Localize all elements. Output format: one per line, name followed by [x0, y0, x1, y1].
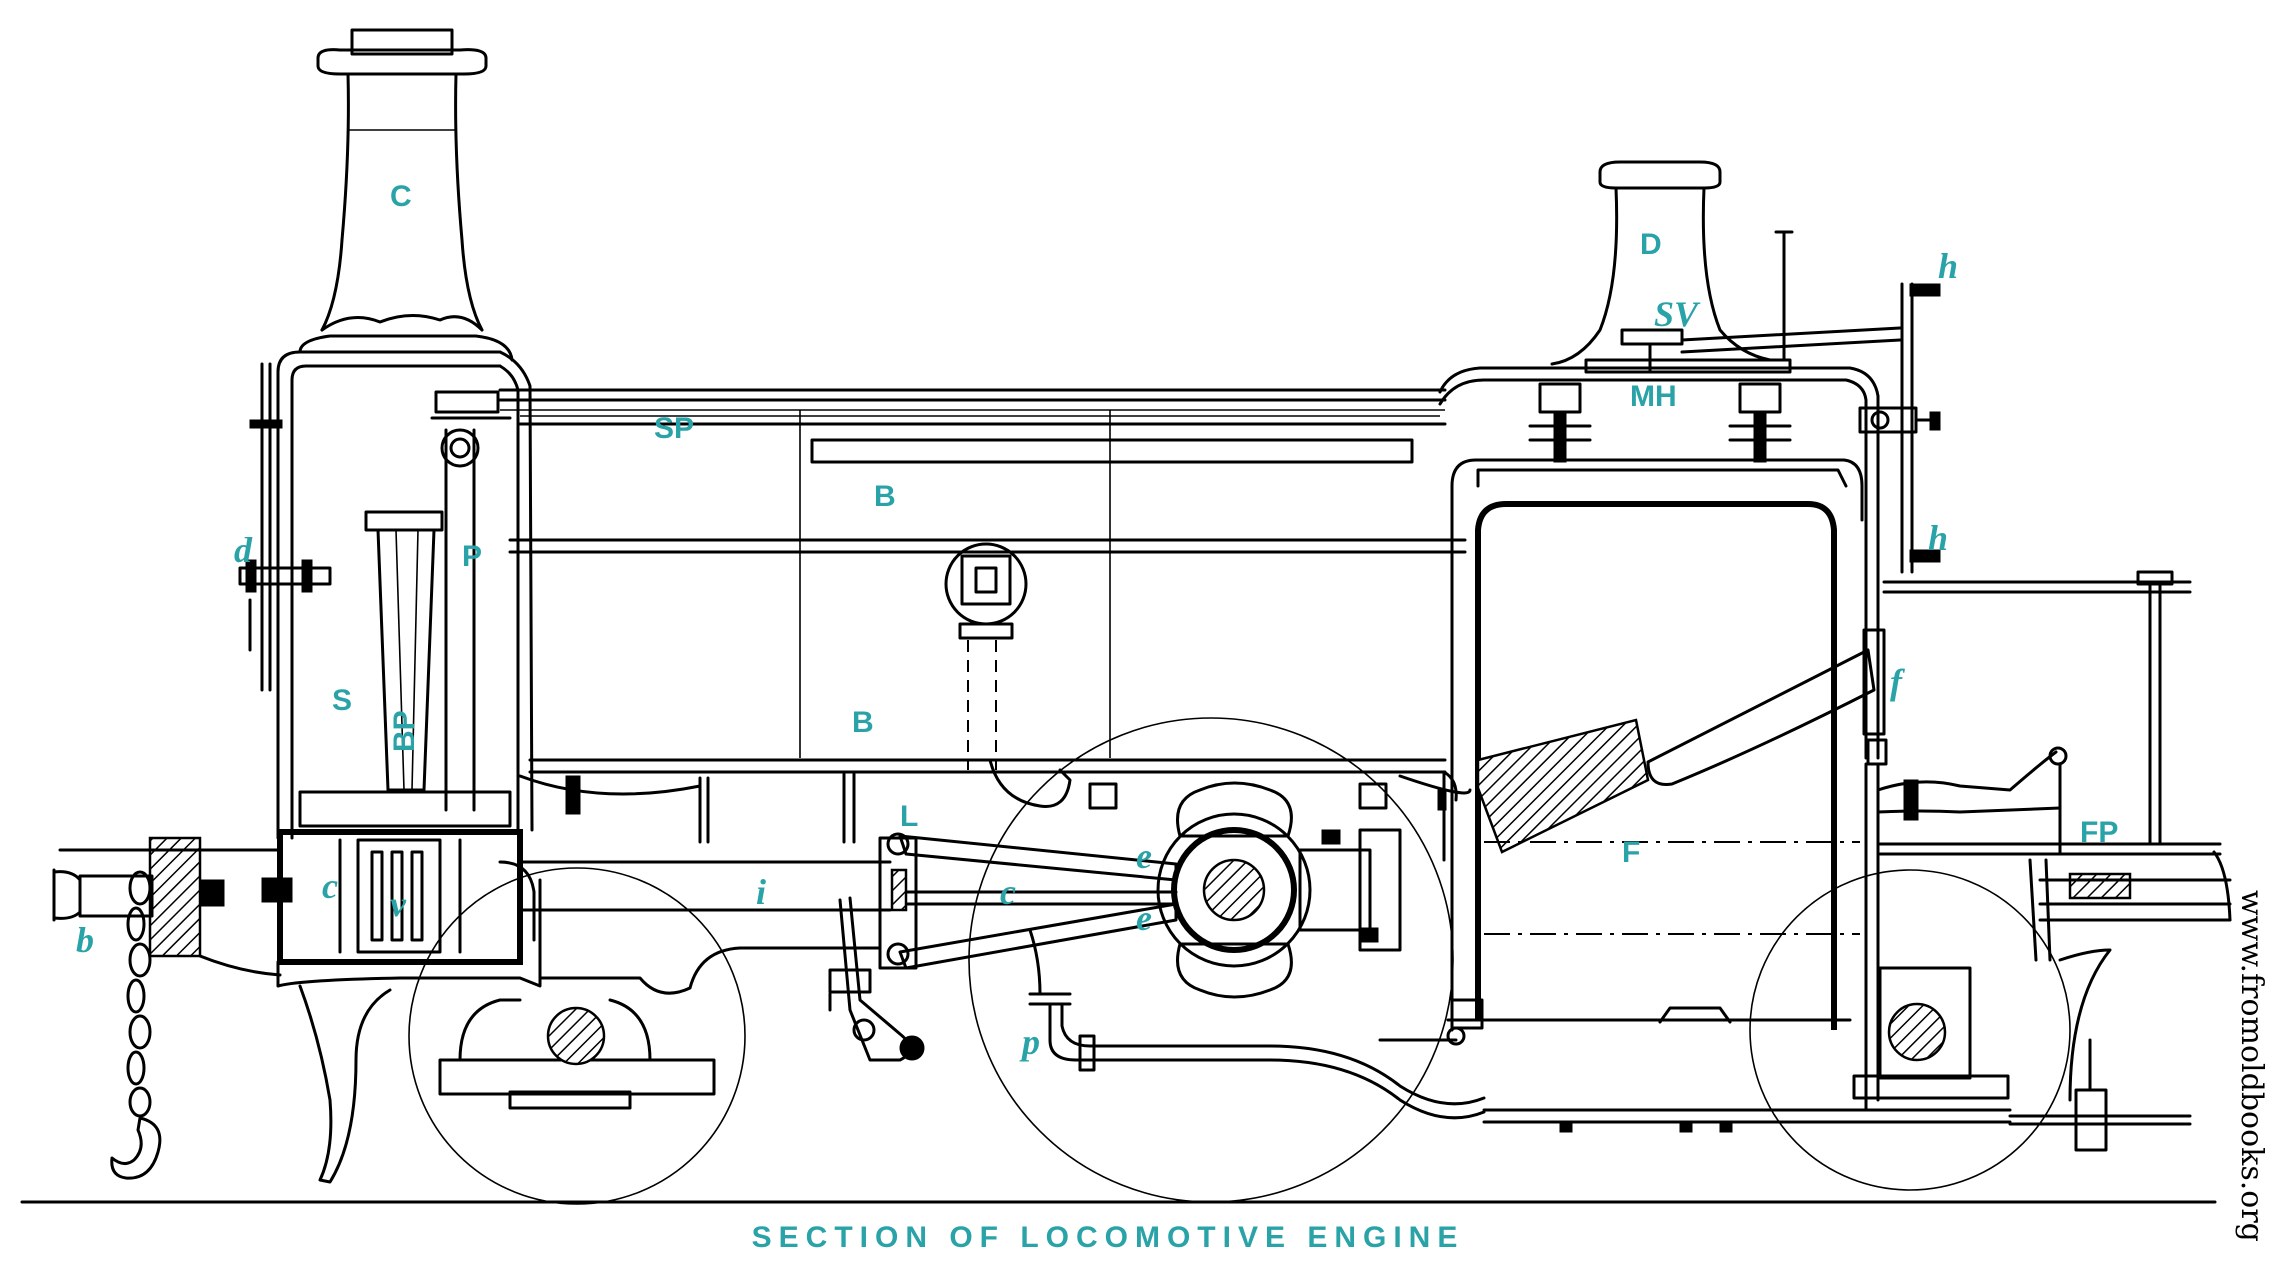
- bottom-frame: [1482, 1038, 2192, 1152]
- label-B-upper: B: [874, 480, 896, 513]
- blast-pipe: [364, 510, 444, 792]
- regulator-handle: [1858, 282, 1941, 574]
- smokebox: [276, 350, 534, 840]
- check-valve: [944, 542, 1072, 808]
- label-h-lower: h: [1928, 518, 1948, 558]
- manhole: [1528, 382, 1792, 463]
- buffer-beam: [52, 836, 282, 977]
- label-h-top: h: [1938, 246, 1958, 286]
- label-c-small: c: [322, 866, 338, 906]
- coupling-chain: [110, 870, 162, 1180]
- steam-pipe: [430, 416, 512, 812]
- label-p: p: [1019, 1022, 1040, 1062]
- fire-door: [1862, 580, 2192, 1112]
- springs: [518, 770, 1472, 862]
- label-P: P: [462, 540, 482, 573]
- footplate: [1876, 570, 2232, 1102]
- valve-gear-link: [828, 772, 925, 1062]
- label-C: C: [390, 180, 412, 213]
- brick-arch: [1476, 648, 1876, 854]
- crank-axle: [1088, 781, 1402, 999]
- label-i: i: [756, 872, 766, 912]
- label-f: f: [1890, 662, 1905, 702]
- boiler: [498, 366, 1880, 760]
- label-BP: BP: [388, 710, 421, 752]
- label-c-rod: c: [1000, 872, 1016, 912]
- frame: [276, 758, 1447, 1184]
- leading-wheel: [408, 867, 746, 1205]
- label-S: S: [332, 684, 352, 717]
- label-b: b: [76, 920, 94, 960]
- label-L: L: [900, 800, 918, 833]
- label-d: d: [234, 530, 253, 570]
- diagram-title: SECTION OF LOCOMOTIVE ENGINE: [752, 1221, 1465, 1254]
- label-D: D: [1640, 228, 1662, 261]
- watermark: www.fromoldbooks.org: [2234, 890, 2269, 1242]
- chimney: [298, 28, 514, 362]
- smokebox-door-handle: [238, 362, 332, 692]
- label-e-lower: e: [1136, 898, 1152, 938]
- label-SV: SV: [1654, 294, 1701, 334]
- label-B-lower: B: [852, 706, 874, 739]
- trailing-wheel: [1749, 869, 2071, 1191]
- steam-dome: [1550, 160, 1902, 374]
- label-F: F: [1622, 836, 1640, 869]
- label-SP: SP: [654, 412, 694, 445]
- driving-wheel: [968, 717, 1454, 1203]
- feed-pipe: [1028, 928, 1486, 1120]
- label-e-upper: e: [1136, 836, 1152, 876]
- label-v: v: [390, 884, 407, 924]
- cylinder: [261, 790, 536, 965]
- label-FP: FP: [2080, 816, 2118, 849]
- label-MH: MH: [1630, 380, 1677, 413]
- connecting-rods: [878, 832, 1178, 970]
